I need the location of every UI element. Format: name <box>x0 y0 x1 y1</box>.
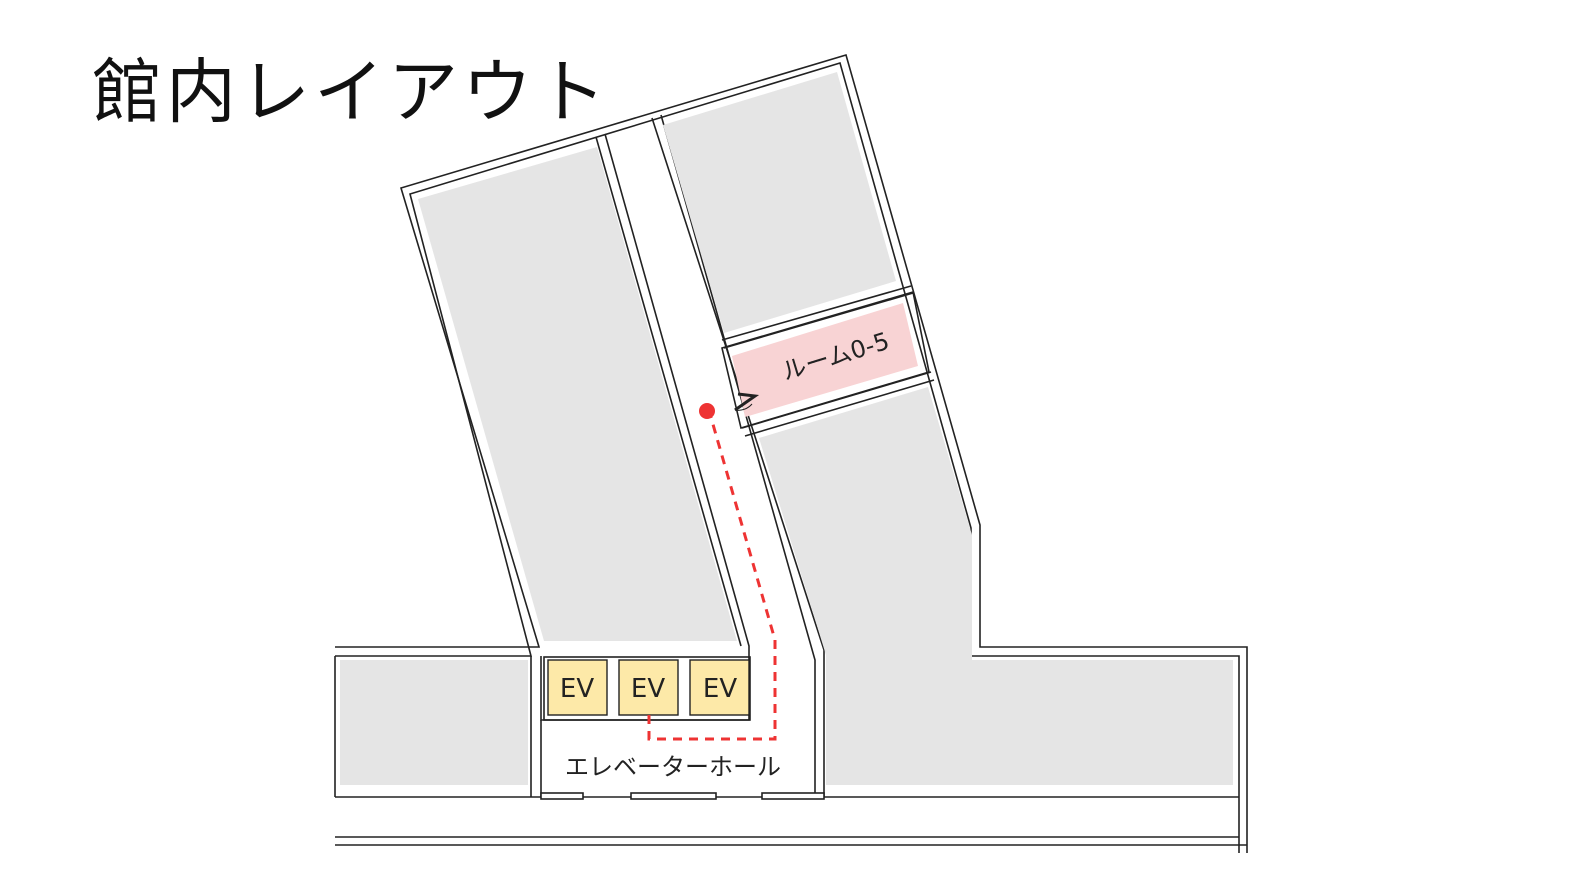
room-west-large[interactable] <box>418 147 737 641</box>
elevator-hall-label: エレベーターホール <box>565 753 781 781</box>
elevator-3[interactable]: EV <box>689 659 750 716</box>
room-dividers <box>721 285 935 437</box>
entrance-gaps <box>540 792 825 800</box>
room-east-large[interactable] <box>759 387 1233 785</box>
route-path <box>647 413 777 741</box>
corridor-walls <box>530 114 825 797</box>
page-title: 館内レイアウト <box>92 51 610 133</box>
room-southwest[interactable] <box>340 660 528 785</box>
elevator-1[interactable]: EV <box>547 659 608 716</box>
elevator-bank: EV EV EV <box>543 656 751 721</box>
elevator-2[interactable]: EV <box>618 659 679 716</box>
elevator-label: EV <box>631 674 665 704</box>
destination-marker-icon <box>699 403 715 419</box>
elevator-label: EV <box>703 674 737 704</box>
door-icon[interactable] <box>734 392 760 412</box>
room-northeast[interactable] <box>663 72 896 333</box>
elevator-label: EV <box>560 674 594 704</box>
